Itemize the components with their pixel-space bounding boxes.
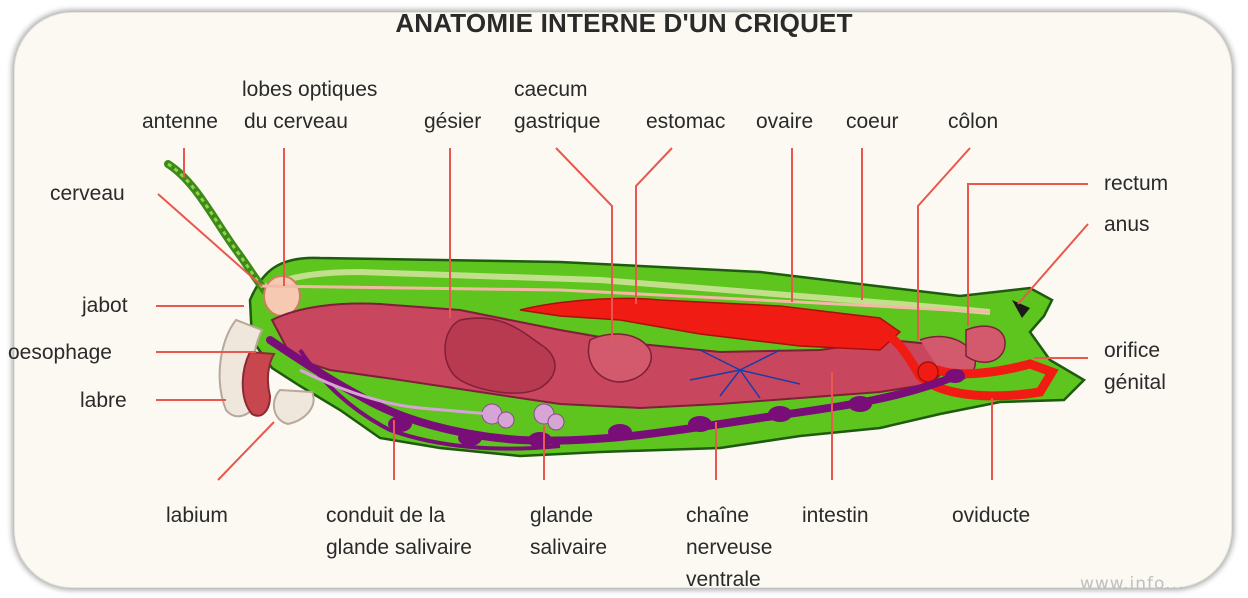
label-labre: labre <box>80 385 127 416</box>
label-chaine-line2: nerveuse <box>686 532 772 563</box>
label-conduit-line2: glande salivaire <box>326 532 472 563</box>
optic-lobe <box>264 276 300 316</box>
label-antenne: antenne <box>142 106 218 137</box>
label-oesophage: oesophage <box>8 337 112 368</box>
label-intestin: intestin <box>802 500 869 531</box>
label-lobes-optiques-line1: lobes optiques <box>242 74 377 105</box>
label-glande-line1: glande <box>530 500 593 531</box>
label-caecum-line2: gastrique <box>514 106 600 137</box>
label-chaine-line3: ventrale <box>686 564 761 595</box>
label-conduit-line1: conduit de la <box>326 500 445 531</box>
label-ovaire: ovaire <box>756 106 813 137</box>
label-chaine-line1: chaîne <box>686 500 749 531</box>
label-caecum-line1: caecum <box>514 74 588 105</box>
label-labium: labium <box>166 500 228 531</box>
label-lobes-optiques-line2: du cerveau <box>244 106 348 137</box>
label-anus: anus <box>1104 209 1150 240</box>
label-colon: côlon <box>948 106 998 137</box>
label-cerveau: cerveau <box>50 178 125 209</box>
label-coeur: coeur <box>846 106 899 137</box>
leader-anus <box>1018 224 1088 304</box>
leader-labium <box>218 422 274 480</box>
label-orifice-line1: orifice <box>1104 335 1160 366</box>
label-jabot: jabot <box>82 290 128 321</box>
watermark: www.info... <box>1080 574 1184 594</box>
rectum <box>966 326 1005 362</box>
label-estomac: estomac <box>646 106 725 137</box>
label-gesier: gésier <box>424 106 481 137</box>
label-orifice-line2: génital <box>1104 367 1166 398</box>
label-rectum: rectum <box>1104 168 1168 199</box>
label-oviducte: oviducte <box>952 500 1030 531</box>
label-glande-line2: salivaire <box>530 532 607 563</box>
